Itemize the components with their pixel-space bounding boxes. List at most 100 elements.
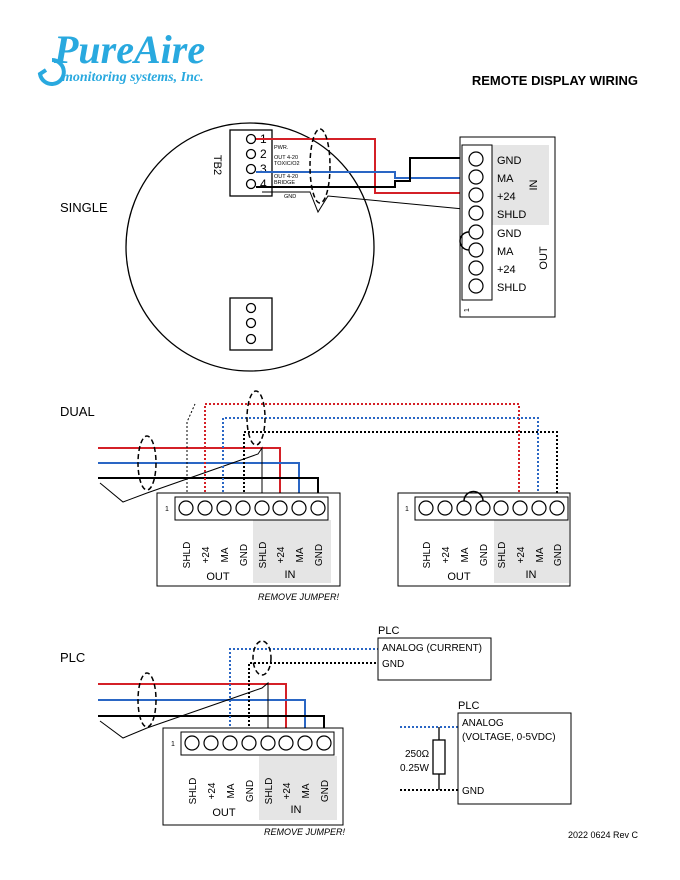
tb2-signal-out2: OUT 4-20 [274, 174, 298, 180]
jumper [463, 490, 484, 502]
term-label-ma: MA [301, 783, 312, 798]
term-label-shld: SHLD [264, 778, 275, 805]
display-pin-one: 1 [405, 506, 409, 513]
display-in-ma: MA [497, 173, 514, 185]
cable-shield-ring [137, 435, 157, 491]
cable-shield-ring [309, 128, 331, 204]
dual-display-2: 1 SHLD +24 MA GND SHLD +24 MA GND OUT IN [397, 490, 571, 587]
single-label: SINGLE [60, 200, 108, 215]
term-label-ma: MA [220, 547, 231, 562]
term-label-24: +24 [201, 546, 212, 563]
display-terminal [468, 205, 484, 221]
display-terminal [216, 500, 232, 516]
in-panel [253, 520, 331, 583]
display-terminal [549, 500, 565, 516]
term-label-ma: MA [226, 783, 237, 798]
wire-black [256, 157, 474, 188]
display-terminal [468, 242, 484, 258]
tb2-number-3: 3 [260, 162, 267, 176]
display-pin-one: 1 [165, 506, 169, 513]
cable-shield-ring [137, 672, 157, 728]
tb2-number-4: 4 [260, 177, 267, 191]
aux-terminal-block [229, 297, 273, 351]
dual-label: DUAL [60, 404, 95, 419]
term-label-24: +24 [516, 546, 527, 563]
plc-voltage-title: PLC [458, 700, 479, 712]
plc-voltage-wiring [400, 726, 458, 791]
plc-voltage-gnd: GND [462, 786, 484, 797]
display-terminal [178, 500, 194, 516]
resistor: 250Ω 0.25W [400, 727, 446, 790]
term-label-gnd: GND [320, 780, 331, 802]
term-label-gnd: GND [479, 544, 490, 566]
link-blue [222, 417, 539, 508]
wire-red [98, 447, 281, 508]
display-in-label: IN [528, 179, 540, 190]
plc-voltage-range: (VOLTAGE, 0-5VDC) [462, 732, 556, 743]
tb2-signal-out: OUT 4-20 [274, 155, 298, 161]
display-out-ma: MA [497, 246, 514, 258]
single-wiring [256, 138, 475, 214]
term-label-shld: SHLD [258, 542, 269, 569]
brand-logo: PureAire monitoring systems, Inc. [37, 27, 205, 86]
tb2-screw [245, 178, 257, 190]
plc-display: 1 SHLD +24 MA GND SHLD +24 MA GND OUT IN [162, 727, 344, 826]
brand-tagline: monitoring systems, Inc. [62, 70, 204, 85]
display-terminal [468, 151, 484, 167]
remove-jumper-note: REMOVE JUMPER! [258, 592, 340, 602]
display-out-label: OUT [538, 246, 550, 270]
display-out-24: +24 [497, 264, 516, 276]
page-title: REMOTE DISPLAY WIRING [472, 73, 638, 88]
term-label-gnd: GND [553, 544, 564, 566]
display-in-24: +24 [497, 191, 516, 203]
display-terminal [297, 735, 313, 751]
display-terminal [197, 500, 213, 516]
cable-shield-ring [246, 390, 266, 446]
term-label-ma: MA [535, 547, 546, 562]
wire-blue [256, 171, 474, 179]
tb2-number-2: 2 [260, 147, 267, 161]
sensor-housing [125, 122, 375, 372]
display-terminal [203, 735, 219, 751]
plc-current-wiring [229, 648, 378, 742]
term-label-shld: SHLD [188, 778, 199, 805]
term-label-shld: SHLD [182, 542, 193, 569]
display-pin-one: 1 [171, 741, 175, 748]
wire-shield [262, 191, 475, 214]
display-terminal [418, 500, 434, 516]
display-terminal [241, 735, 257, 751]
link-blue [229, 648, 378, 742]
wire-shield [99, 681, 269, 742]
resistor-value: 250Ω [405, 749, 430, 760]
in-label: IN [526, 569, 537, 581]
term-label-24: +24 [207, 782, 218, 799]
tb2-signal-toxic: TOXIC/O2 [274, 161, 300, 167]
term-label-gnd: GND [245, 780, 256, 802]
in-panel [259, 756, 337, 820]
display-terminal [468, 224, 484, 240]
tb2-signal-pwr: PWR. [274, 145, 289, 151]
in-label: IN [285, 569, 296, 581]
term-label-ma: MA [460, 547, 471, 562]
dual-link-wiring [186, 403, 558, 508]
display-terminal [437, 500, 453, 516]
display-terminal [512, 500, 528, 516]
plc-analog: ANALOG [462, 718, 504, 729]
plc-current-title: PLC [378, 625, 399, 637]
in-panel [492, 145, 549, 225]
display-terminal [260, 735, 276, 751]
term-label-gnd: GND [239, 544, 250, 566]
term-label-24: +24 [276, 546, 287, 563]
display-terminal [468, 260, 484, 276]
resistor-power: 0.25W [400, 763, 429, 774]
plc-voltage-box: PLC ANALOG (VOLTAGE, 0-5VDC) GND [457, 700, 572, 805]
tb2-screw [245, 148, 257, 160]
tb2-signal-bridge: BRIDGE [274, 180, 295, 186]
term-label-shld: SHLD [497, 542, 508, 569]
wire-red [98, 683, 287, 742]
brand-name: PureAire [53, 27, 205, 72]
display-in-gnd: GND [497, 155, 522, 167]
display-terminal [272, 500, 288, 516]
display-pin-one: 1 [464, 308, 471, 312]
